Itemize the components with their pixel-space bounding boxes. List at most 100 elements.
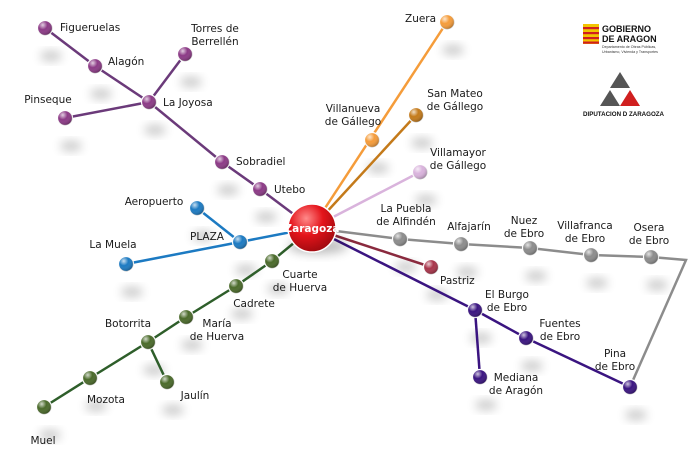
route-line [474,308,527,340]
station-label-line: de Ebro [487,302,527,314]
station-label-line: María [202,318,231,330]
station-pastriz[interactable]: Pastriz [422,258,476,288]
station-label-line: PLAZA [190,231,225,243]
station-shadow [90,89,112,99]
station-label-line: La Joyosa [163,97,213,109]
station-mozota[interactable]: Mozota [81,369,125,407]
station-label-line: de Ebro [540,331,580,343]
station-shadow [40,51,62,61]
station-label-line: de Huerva [273,282,327,294]
station-label: La Muela [89,239,136,251]
station-label-line: Pastriz [440,275,475,287]
station-marker-shine [118,256,134,272]
station-shadow [121,287,143,297]
station-shadow [475,400,497,410]
station-label-line: La Muela [89,239,136,251]
station-marker-shine [214,154,230,170]
station-marker-shine [622,379,638,395]
station-marker-shine [472,369,488,385]
station-label: Utebo [274,184,305,196]
station-alagon[interactable]: Alagón [86,56,145,75]
station-figueruelas[interactable]: Figueruelas [36,19,121,37]
hub-zaragoza[interactable]: Zaragoza [285,203,348,254]
station-marker-shine [159,374,175,390]
station-label-line: de Ebro [565,233,605,245]
station-marker-shine [141,94,157,110]
station-muel[interactable]: Muel [30,398,56,448]
station-label: Sobradiel [236,156,285,168]
station-pinseque[interactable]: Pinseque [24,94,74,127]
station-lamuela[interactable]: La Muela [89,239,137,273]
station-label-line: Pinseque [24,94,71,106]
route-line [473,309,482,378]
station-label: Aeropuerto [125,196,184,208]
station-marker-shine [453,236,469,252]
station-label-line: de Alfindén [376,216,436,228]
station-label-line: Villafranca [557,220,612,232]
station-marker-shine [87,58,103,74]
station-marker-shine [37,20,53,36]
station-marker-shine [140,334,156,350]
station-alfajarin[interactable]: Alfajarín [447,221,491,253]
route-line [311,114,417,229]
station-marker-shine [439,14,455,30]
station-shadow [367,163,389,173]
aragon-flag-icon [583,24,599,44]
station-botorrita[interactable]: Botorrita [105,318,157,351]
route-line [311,226,688,388]
station-marker-shine [518,330,534,346]
station-utebo[interactable]: Utebo [251,180,306,198]
station-label-line: Alagón [108,56,144,68]
route-line [310,21,449,229]
station-shadow [144,125,166,135]
route-line [89,340,149,380]
station-label-line: Berrellén [191,36,238,48]
station-shadow [395,262,417,272]
station-jaulin[interactable]: Jaulín [158,373,210,403]
station-zuera[interactable]: Zuera [405,13,456,31]
station-marker-shine [408,107,424,123]
station-label-line: Fuentes [539,318,580,330]
station-lajoyosa[interactable]: La Joyosa [140,93,213,111]
station-marker-shine [522,240,538,256]
station-marker-shine [252,181,268,197]
station-marker-shine [232,234,248,250]
station-aeropuerto[interactable]: Aeropuerto [125,196,206,217]
station-label-line: de Ebro [504,228,544,240]
hub-label: Zaragoza [285,223,340,235]
station-label-line: de Aragón [489,385,543,397]
station-label: Jaulín [180,390,210,402]
station-marker-shine [583,247,599,263]
station-label-line: Mozota [87,394,125,406]
station-shadow [235,265,257,275]
station-sobradiel[interactable]: Sobradiel [213,153,286,171]
station-cadrete[interactable]: Cadrete [227,277,275,311]
route-line [185,284,237,319]
station-shadow [267,284,289,294]
station-label-line: Figueruelas [60,22,120,34]
station-plaza[interactable]: PLAZA [190,231,249,251]
station-marker-shine [57,110,73,126]
